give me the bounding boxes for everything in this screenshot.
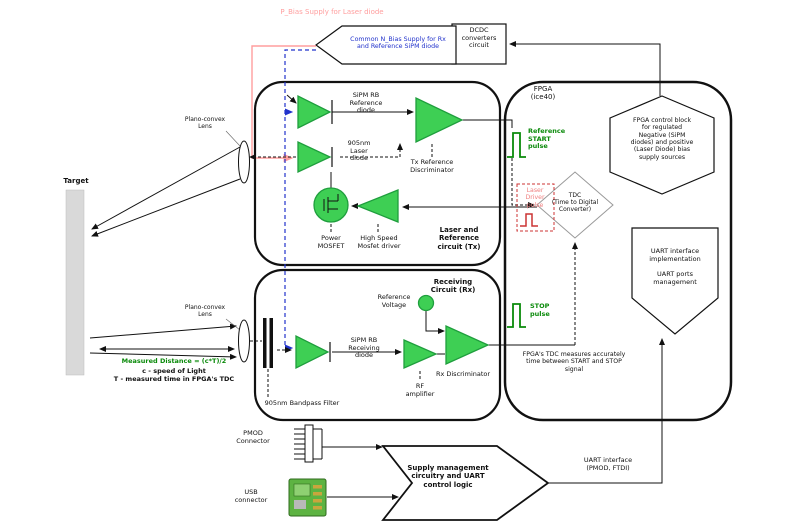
signal-lines: [89, 41, 665, 500]
label-lens-bottom: Plano-convex Lens: [184, 304, 226, 319]
mosfet-driver-symbol: [356, 189, 399, 223]
label-uart-block: UART interface implementation UART ports…: [649, 247, 701, 286]
lens-bottom: [238, 319, 250, 363]
label-fpga-control-block: FPGA control block for regulated Negativ…: [630, 117, 694, 161]
label-n-bias-supply: Common N_Bias Supply for Rx and Referenc…: [350, 36, 446, 51]
label-supply-management: Supply management circuitry and UART con…: [407, 464, 489, 489]
uart-block-shape: [631, 227, 719, 335]
lens-label-pointers: [225, 130, 241, 331]
label-lens-top: Plano-convex Lens: [184, 116, 226, 131]
rf-amplifier-symbol: [403, 339, 438, 369]
diode-bars: [329, 100, 333, 362]
laser-pulse-outline: [516, 183, 555, 232]
n-bias-arrow-shape: [314, 25, 457, 65]
label-usb-connector: USB connector: [234, 488, 268, 504]
label-target: Target: [63, 177, 89, 185]
sipm-receiving-diode-symbol: [295, 334, 330, 370]
label-rx-discriminator: Rx Discriminator: [435, 370, 491, 378]
label-rx-circuit: Receiving Circuit (Rx): [430, 278, 476, 295]
mosfet-symbol: [313, 187, 349, 223]
bandpass-filter-bars: [263, 318, 273, 368]
dcdc-box: [451, 23, 507, 65]
supply-block-shape: [381, 445, 550, 521]
laser-diode-symbol: [297, 140, 332, 174]
stop-pulse-glyph: [507, 303, 526, 328]
fpga-control-block-shape: [609, 95, 715, 195]
label-p-bias-supply: P_Bias Supply for Laser diode: [280, 8, 384, 16]
dashed-signal-lines: [249, 143, 578, 397]
label-bandpass-filter: 905nm Bandpass Filter: [264, 399, 340, 407]
label-pmod-connector: PMOD Connector: [236, 429, 270, 445]
label-stop-pulse: STOP pulse: [530, 302, 550, 318]
label-sipm-receiving-diode: SiPM RB Receiving diode: [348, 336, 380, 360]
label-measured-distance: Measured Distance = (c*T)/2: [121, 357, 227, 365]
label-tx-circuit: Laser and Reference circuit (Tx): [437, 226, 481, 251]
rx-discriminator-symbol: [445, 324, 490, 366]
pmod-connector-icon: [294, 424, 323, 463]
label-sipm-reference-diode: SiPM RB Reference diode: [349, 91, 383, 115]
reference-voltage-symbol: [417, 294, 435, 312]
usb-connector-icon: [288, 478, 327, 517]
mosfet-glyph: [323, 194, 339, 213]
label-uart-interface: UART interface (PMOD, FTDI): [583, 456, 633, 472]
label-mosfet-driver: High Speed Mosfet driver: [357, 234, 401, 250]
label-laser-driver-pulse: Laser Driver pulse: [525, 187, 545, 209]
lens-top: [238, 140, 250, 184]
label-dcdc-converters: DCDC converters circuit: [461, 26, 497, 50]
label-laser-diode: 905nm Laser diode: [347, 139, 371, 163]
pink-pbias-line: [251, 45, 316, 163]
label-fpga-title: FPGA (ice40): [530, 85, 556, 102]
target-bar: [65, 189, 85, 376]
tdc-diamond: [536, 171, 614, 239]
label-rf-amplifier: RF amplifier: [405, 382, 435, 398]
label-tdc-note: FPGA's TDC measures accurately time betw…: [522, 351, 626, 373]
label-measured-distance-notes: c - speed of Light T - measured time in …: [113, 367, 235, 383]
label-tdc: TDC (Time to Digital Converter): [551, 192, 599, 214]
label-start-pulse: Reference START pulse: [528, 127, 566, 151]
start-pulse-glyph: [507, 132, 526, 158]
label-reference-voltage: Reference Voltage: [377, 293, 411, 309]
laser-pulse-glyph: [520, 213, 538, 227]
sipm-reference-diode-symbol: [297, 94, 332, 130]
label-tx-discriminator: Tx Reference Discriminator: [410, 158, 454, 174]
tx-discriminator-symbol: [415, 96, 464, 144]
label-power-mosfet: Power MOSFET: [317, 234, 345, 250]
